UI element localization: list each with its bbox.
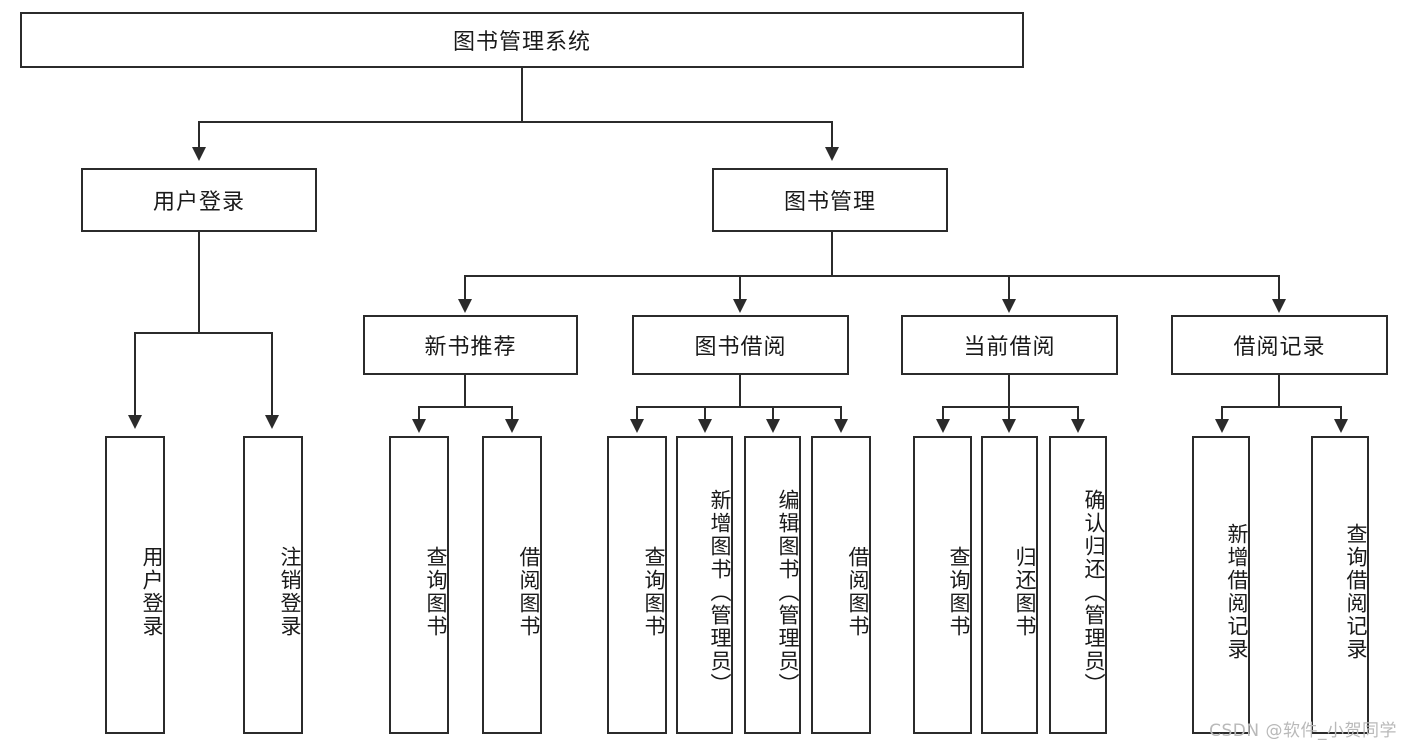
arrow-to-borrow-record [1272, 299, 1286, 313]
edge-user-login-drop-2 [271, 332, 273, 417]
edge-book-borrow-drop-4 [840, 406, 842, 420]
edge-borrow-record-stem [1278, 375, 1280, 408]
edge-new-book-drop-2 [511, 406, 513, 420]
edge-user-login-bar [134, 332, 271, 334]
leaf-current-borrow-confirm-return[interactable]: 确认归还（管理员） [1049, 436, 1107, 734]
arrow-new-book-leaf-1 [412, 419, 426, 433]
node-label: 确认归还（管理员） [1082, 488, 1106, 696]
node-label: 用户登录 [140, 546, 164, 638]
leaf-current-borrow-query[interactable]: 查询图书 [913, 436, 972, 734]
node-book-manage[interactable]: 图书管理 [712, 168, 948, 232]
edge-book-borrow-drop-2 [704, 406, 706, 420]
edge-book-borrow-drop-3 [772, 406, 774, 420]
edge-root-to-book-manage [831, 121, 833, 149]
arrow-to-new-book-recommend [458, 299, 472, 313]
edge-book-manage-drop-4 [1278, 275, 1280, 301]
edge-book-manage-stem [831, 232, 833, 276]
edge-book-manage-drop-2 [739, 275, 741, 301]
node-label: 查询图书 [947, 546, 971, 638]
leaf-current-borrow-return[interactable]: 归还图书 [981, 436, 1038, 734]
node-label: 图书借阅 [694, 335, 787, 360]
edge-book-borrow-bar [636, 406, 841, 408]
leaf-borrow-record-add[interactable]: 新增借阅记录 [1192, 436, 1250, 734]
arrow-current-borrow-leaf-3 [1071, 419, 1085, 433]
node-label: 新增图书（管理员） [708, 488, 732, 696]
node-book-borrow[interactable]: 图书借阅 [632, 315, 849, 375]
edge-borrow-record-bar [1221, 406, 1341, 408]
leaf-book-borrow-query[interactable]: 查询图书 [607, 436, 667, 734]
arrow-current-borrow-leaf-1 [936, 419, 950, 433]
node-label: 新增借阅记录 [1225, 523, 1249, 661]
edge-new-book-bar [418, 406, 513, 408]
leaf-new-book-borrow[interactable]: 借阅图书 [482, 436, 542, 734]
edge-current-borrow-drop-3 [1077, 406, 1079, 420]
edge-current-borrow-stem [1008, 375, 1010, 408]
node-label: 归还图书 [1013, 546, 1037, 638]
arrow-book-borrow-leaf-3 [766, 419, 780, 433]
leaf-new-book-query[interactable]: 查询图书 [389, 436, 449, 734]
arrow-to-current-borrow [1002, 299, 1016, 313]
edge-new-book-drop-1 [418, 406, 420, 420]
node-new-book-recommend[interactable]: 新书推荐 [363, 315, 578, 375]
node-label: 用户登录 [152, 190, 245, 215]
arrow-to-user-login [192, 147, 206, 161]
node-label: 编辑图书（管理员） [776, 488, 800, 696]
leaf-book-borrow-edit[interactable]: 编辑图书（管理员） [744, 436, 801, 734]
edge-current-borrow-drop-1 [942, 406, 944, 420]
node-label: 借阅图书 [517, 546, 541, 638]
arrow-current-borrow-leaf-2 [1002, 419, 1016, 433]
edge-book-borrow-stem [739, 375, 741, 408]
arrow-borrow-record-leaf-2 [1334, 419, 1348, 433]
arrow-book-borrow-leaf-1 [630, 419, 644, 433]
node-label: 借阅图书 [846, 546, 870, 638]
edge-book-manage-drop-3 [1008, 275, 1010, 301]
edge-user-login-stem [198, 232, 200, 333]
edge-root-bar [198, 121, 833, 123]
arrow-borrow-record-leaf-1 [1215, 419, 1229, 433]
node-label: 当前借阅 [963, 335, 1056, 360]
edge-current-borrow-bar [942, 406, 1078, 408]
watermark: CSDN @软件_小贺同学 [1209, 721, 1397, 741]
leaf-user-login-logout[interactable]: 注销登录 [243, 436, 303, 734]
leaf-user-login-login[interactable]: 用户登录 [105, 436, 165, 734]
node-label: 查询借阅记录 [1344, 523, 1368, 661]
arrow-user-login-leaf-2 [265, 415, 279, 429]
node-root-system[interactable]: 图书管理系统 [20, 12, 1024, 68]
edge-borrow-record-drop-2 [1340, 406, 1342, 420]
arrow-to-book-manage [825, 147, 839, 161]
edge-book-borrow-drop-1 [636, 406, 638, 420]
node-label: 新书推荐 [424, 335, 517, 360]
node-label: 图书管理系统 [452, 30, 591, 55]
node-borrow-record[interactable]: 借阅记录 [1171, 315, 1388, 375]
edge-book-manage-bar [464, 275, 1280, 277]
arrow-book-borrow-leaf-4 [834, 419, 848, 433]
node-label: 图书管理 [783, 190, 876, 215]
leaf-book-borrow-add[interactable]: 新增图书（管理员） [676, 436, 733, 734]
edge-root-to-user-login [198, 121, 200, 149]
edge-root-stem [521, 68, 523, 122]
node-label: 借阅记录 [1233, 335, 1326, 360]
arrow-user-login-leaf-1 [128, 415, 142, 429]
node-label: 查询图书 [642, 546, 666, 638]
node-current-borrow[interactable]: 当前借阅 [901, 315, 1118, 375]
edge-current-borrow-drop-2 [1008, 406, 1010, 420]
edge-new-book-stem [464, 375, 466, 408]
leaf-book-borrow-borrow[interactable]: 借阅图书 [811, 436, 871, 734]
leaf-borrow-record-query[interactable]: 查询借阅记录 [1311, 436, 1369, 734]
node-label: 查询图书 [424, 546, 448, 638]
arrow-book-borrow-leaf-2 [698, 419, 712, 433]
node-label: 注销登录 [278, 546, 302, 638]
edge-book-manage-drop-1 [464, 275, 466, 301]
arrow-to-book-borrow [733, 299, 747, 313]
edge-user-login-drop-1 [134, 332, 136, 417]
edge-borrow-record-drop-1 [1221, 406, 1223, 420]
arrow-new-book-leaf-2 [505, 419, 519, 433]
node-user-login[interactable]: 用户登录 [81, 168, 317, 232]
